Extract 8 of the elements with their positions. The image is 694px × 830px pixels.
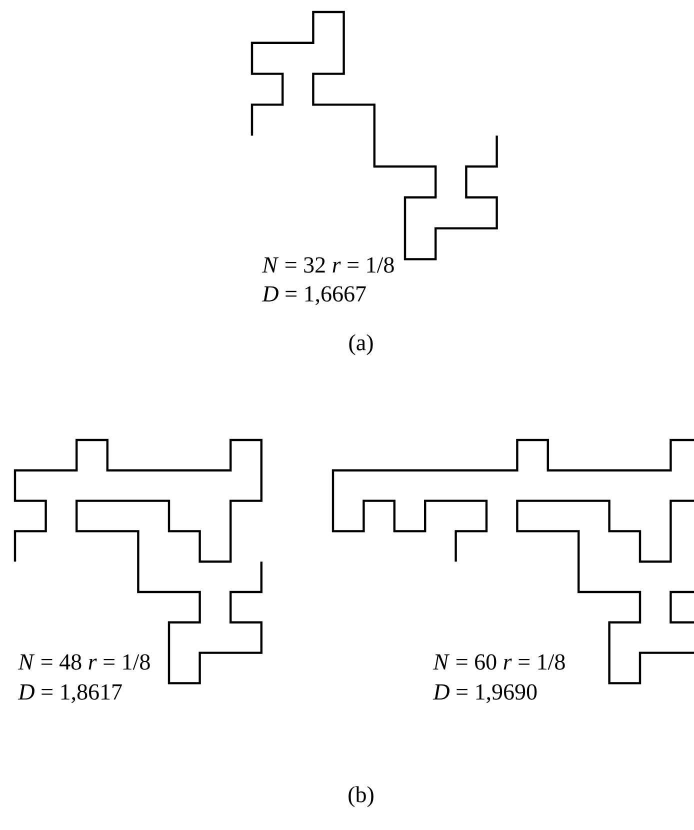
panel-label: (a) <box>349 334 373 356</box>
curve-parameters: N = 60 r = 1/8 <box>433 654 565 670</box>
dimension-value: D = 1,8617 <box>18 684 122 704</box>
dimension-value: D = 1,6667 <box>262 286 366 305</box>
panel-label: (b) <box>348 786 374 808</box>
dimension-value: D = 1,9690 <box>432 684 537 704</box>
curve-parameters: N = 32 r = 1/8 <box>262 257 394 273</box>
curve-parameters: N = 48 r = 1/8 <box>18 654 150 670</box>
